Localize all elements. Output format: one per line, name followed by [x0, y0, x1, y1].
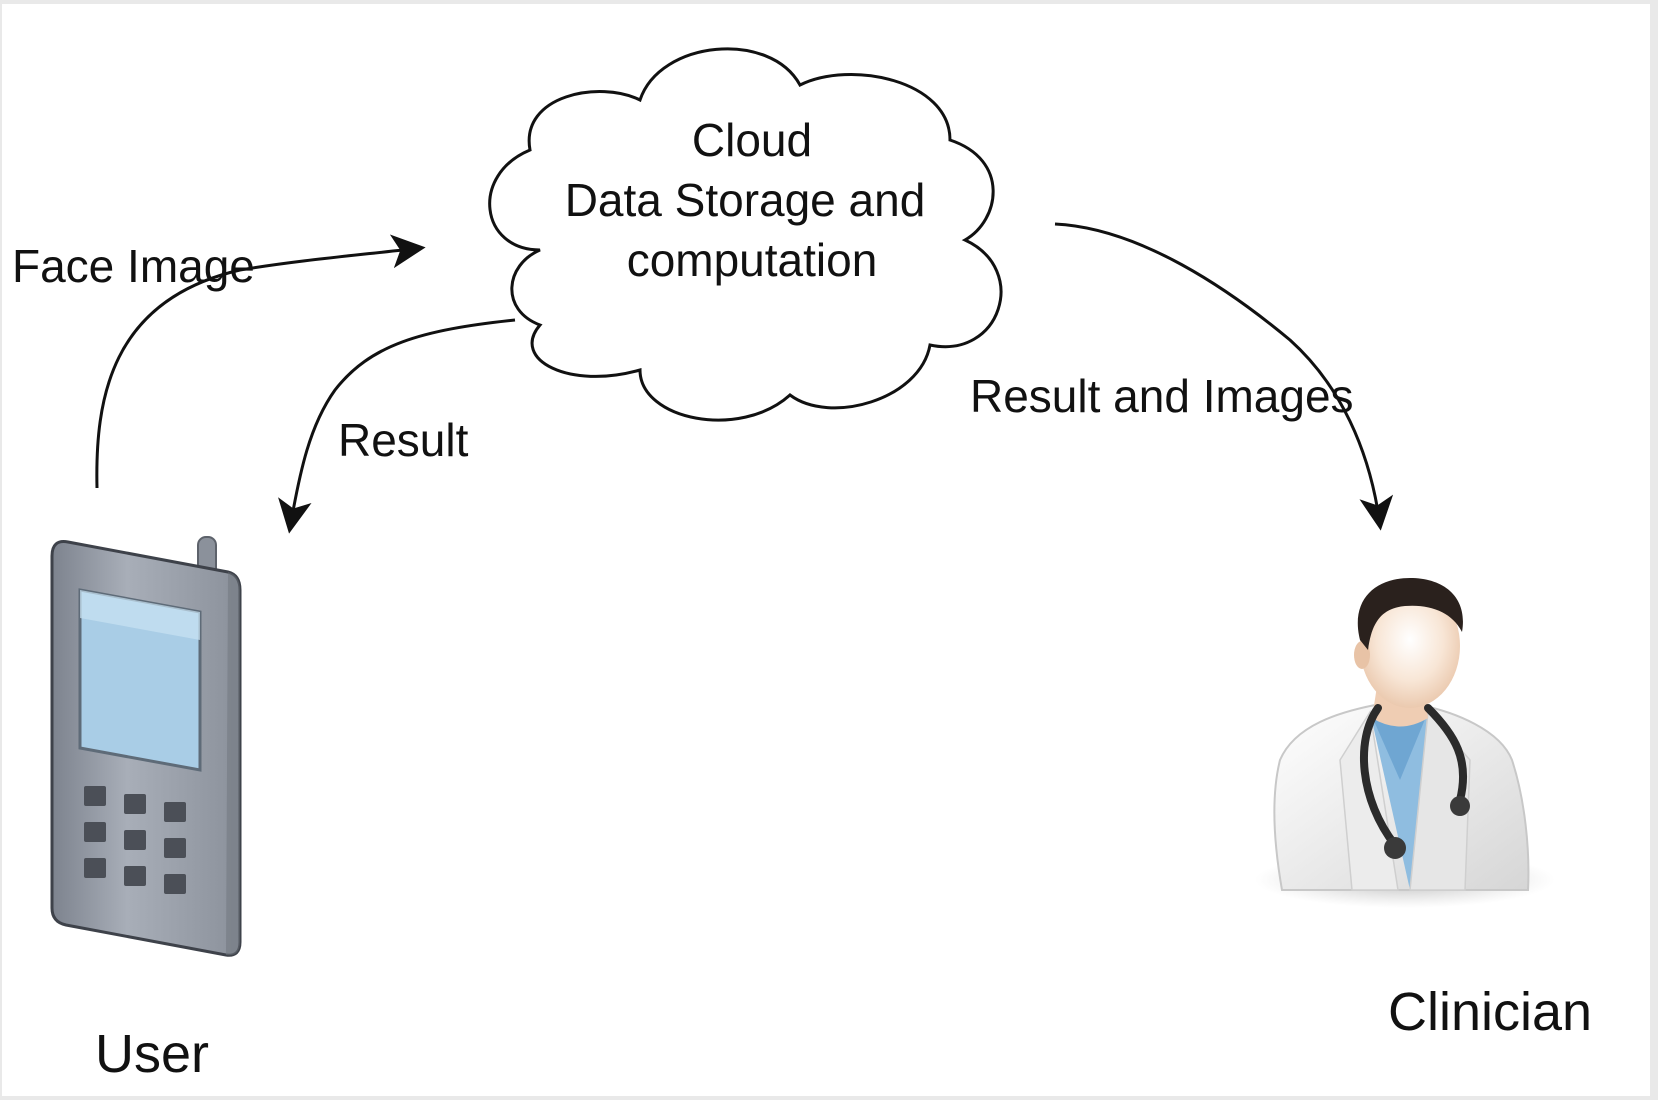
result-and-images-label: Result and Images — [970, 370, 1354, 422]
user-label: User — [95, 1024, 209, 1084]
result-label: Result — [338, 414, 469, 466]
clinician-label: Clinician — [1388, 982, 1592, 1042]
face-image-arrow — [95, 234, 426, 489]
mobile-phone-icon — [50, 536, 242, 957]
face-image-label: Face Image — [12, 240, 255, 292]
edge-result-and-images: Result and Images — [970, 222, 1394, 531]
cloud-node: Cloud Data Storage and computation — [488, 47, 1003, 422]
cloud-title: Cloud — [692, 114, 812, 166]
edge-face-image: Face Image — [12, 234, 426, 489]
doctor-icon — [1255, 578, 1555, 908]
edge-result: Result — [278, 318, 516, 534]
user-node: User — [50, 536, 242, 1084]
clinician-node: Clinician — [1255, 578, 1592, 1042]
cloud-subtitle-line-2: computation — [627, 234, 878, 286]
result-arrow — [278, 318, 516, 534]
cloud-icon — [488, 47, 1003, 422]
cloud-subtitle-line-1: Data Storage and — [565, 174, 926, 226]
result-and-images-arrow — [1054, 222, 1394, 531]
